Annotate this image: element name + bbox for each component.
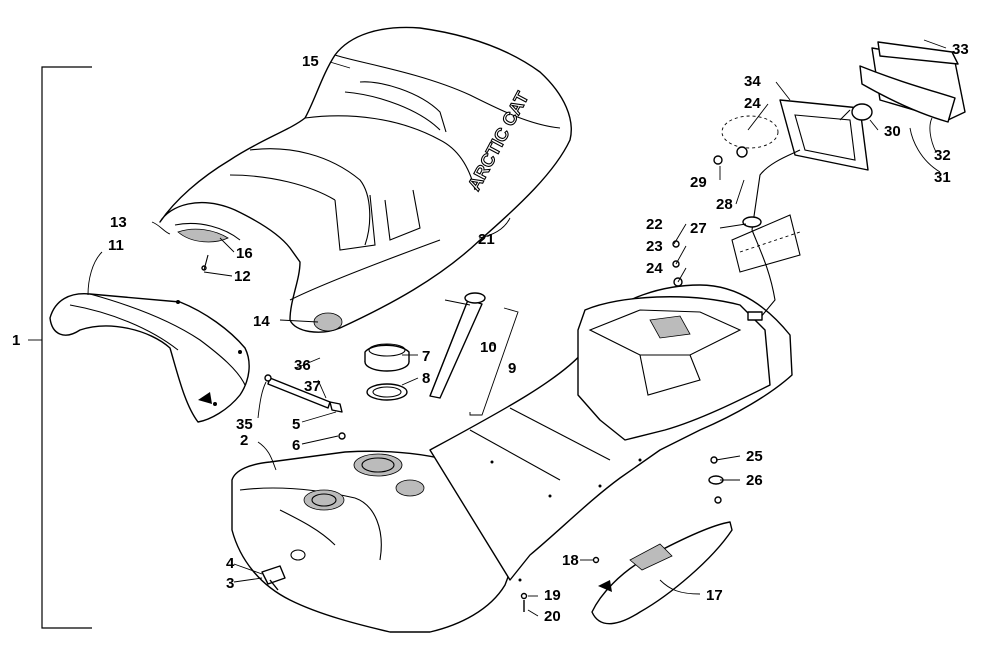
assembly-bracket xyxy=(28,66,92,629)
callout-33: 33 xyxy=(952,41,969,58)
callout-21: 21 xyxy=(478,231,495,248)
callout-27: 27 xyxy=(690,220,707,237)
callout-26: 26 xyxy=(746,472,763,489)
callout-15: 15 xyxy=(302,53,319,70)
seat: ARCTIC CAT xyxy=(159,26,572,333)
callout-2: 2 xyxy=(240,432,248,449)
callout-6: 6 xyxy=(292,437,300,454)
callout-29: 29 xyxy=(690,174,707,191)
vent-line xyxy=(264,374,346,440)
callout-4: 4 xyxy=(226,555,235,572)
callout-labels: 1 2 3 4 5 6 7 8 9 10 11 12 13 14 15 16 1… xyxy=(12,41,969,625)
side-rail-guard xyxy=(591,521,733,625)
callout-34: 34 xyxy=(744,73,761,90)
callout-13: 13 xyxy=(110,214,127,231)
callout-8: 8 xyxy=(422,370,430,387)
callout-16: 16 xyxy=(236,245,253,262)
callout-36: 36 xyxy=(294,357,311,374)
callout-10: 10 xyxy=(480,339,497,356)
callout-35: 35 xyxy=(236,416,253,433)
callout-14: 14 xyxy=(253,313,270,330)
callout-32: 32 xyxy=(934,147,951,164)
taillight-assembly xyxy=(713,41,966,321)
chassis-pan xyxy=(429,284,793,582)
callout-28: 28 xyxy=(716,196,733,213)
callout-24-upper: 24 xyxy=(744,95,761,112)
callout-23: 23 xyxy=(646,238,663,255)
callout-19: 19 xyxy=(544,587,561,604)
callout-37: 37 xyxy=(304,378,321,395)
fuel-tank xyxy=(231,450,517,633)
callout-31: 31 xyxy=(934,169,951,186)
callout-18: 18 xyxy=(562,552,579,569)
callout-9: 9 xyxy=(508,360,516,377)
callout-30: 30 xyxy=(884,123,901,140)
callout-17: 17 xyxy=(706,587,723,604)
callout-11: 11 xyxy=(108,237,124,254)
callout-7: 7 xyxy=(422,348,430,365)
callout-22: 22 xyxy=(646,216,663,233)
callout-1: 1 xyxy=(12,332,20,349)
leader-lines xyxy=(87,39,947,617)
callout-20: 20 xyxy=(544,608,561,625)
callout-24-lower: 24 xyxy=(646,260,663,277)
rear-trim-panel xyxy=(49,293,250,423)
callout-12: 12 xyxy=(234,268,251,285)
drain-fitting xyxy=(261,565,286,591)
callout-5: 5 xyxy=(292,416,300,433)
callout-3: 3 xyxy=(226,575,234,592)
callout-25: 25 xyxy=(746,448,763,465)
fuel-cap xyxy=(364,343,410,401)
fuel-gauge-sender xyxy=(429,292,486,399)
